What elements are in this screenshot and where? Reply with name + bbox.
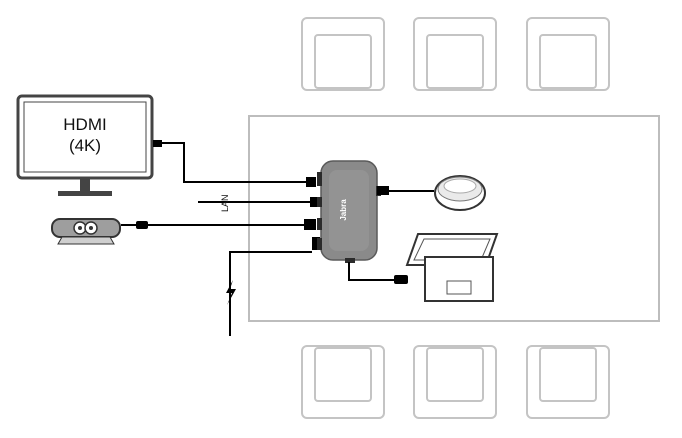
speakerphone-cable	[377, 186, 434, 195]
chair-top-center	[413, 17, 497, 91]
camera-usb-cable	[121, 219, 316, 230]
laptop	[405, 233, 499, 302]
speakerphone	[434, 175, 486, 211]
laptop-cable	[348, 262, 408, 284]
hub-brand-label: Jabra	[339, 199, 348, 221]
chair-top-right	[526, 17, 610, 91]
video-camera	[51, 218, 121, 245]
power-lightning-icon	[226, 280, 236, 305]
chair-bottom-right	[526, 345, 610, 419]
monitor-label-line2: (4K)	[69, 136, 101, 155]
lan-cable: LAN	[198, 194, 318, 212]
power-cable	[226, 237, 320, 336]
monitor-label-line1: HDMI	[63, 115, 106, 134]
hub-device: Jabra	[317, 160, 381, 263]
lan-label: LAN	[220, 194, 230, 212]
chair-top-left	[301, 17, 385, 91]
chair-bottom-center	[413, 345, 497, 419]
monitor: HDMI (4K)	[16, 94, 154, 196]
chair-bottom-left	[301, 345, 385, 419]
hdmi-cable	[153, 140, 316, 187]
